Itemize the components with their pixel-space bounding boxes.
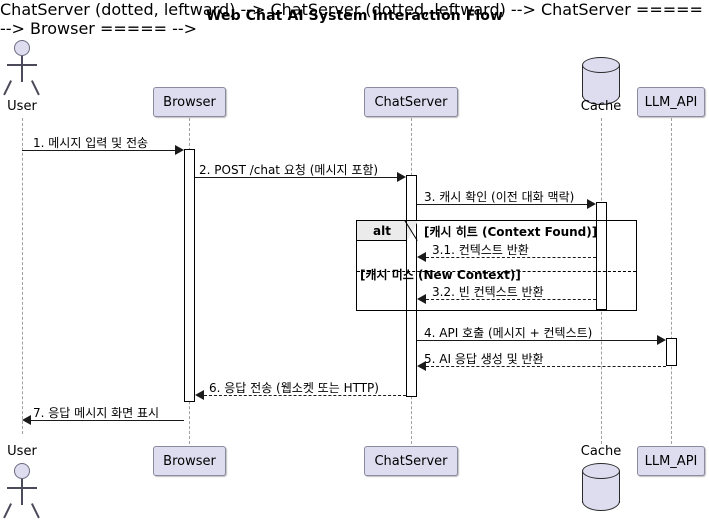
- message-arrowhead-5: [417, 361, 426, 371]
- participant-browser-bottom[interactable]: Browser: [153, 446, 226, 476]
- message-label-1: 1. 메시지 입력 및 전송: [33, 136, 149, 150]
- message-label-6: 6. 응답 전송 (웹소켓 또는 HTTP): [209, 381, 379, 395]
- message-arrowhead-1: [175, 145, 184, 155]
- alt-tab-corner: [407, 221, 418, 241]
- actor-leg-left-bottom: [3, 503, 12, 519]
- participant-llmapi-bottom[interactable]: LLM_API: [637, 446, 705, 476]
- message-arrowhead-3-2: [417, 294, 426, 304]
- page-title: Web Chat AI System Interaction Flow: [205, 8, 504, 24]
- message-line-3: [417, 204, 589, 205]
- actor-label-user-bottom: User: [7, 444, 37, 459]
- message-line-5: [426, 366, 666, 367]
- message-arrowhead-4: [657, 335, 666, 345]
- actor-body: [21, 56, 23, 82]
- alt-divider: [357, 271, 636, 272]
- participant-llmapi-top[interactable]: LLM_API: [637, 87, 705, 117]
- participant-chatserver-bottom[interactable]: ChatServer: [364, 446, 458, 476]
- actor-leg-left: [3, 80, 12, 96]
- actor-arms: [7, 64, 37, 66]
- activation-llmapi: [666, 338, 677, 366]
- activation-browser: [184, 149, 195, 402]
- actor-leg-right-bottom: [31, 503, 40, 519]
- message-line-6: [204, 395, 406, 396]
- actor-body-bottom: [21, 479, 23, 505]
- actor-head-icon: [14, 40, 30, 56]
- message-arrowhead-3: [587, 199, 596, 209]
- message-label-3-1: 3.1. 컨텍스트 반환: [432, 243, 529, 257]
- lifeline-llmapi: [671, 118, 672, 444]
- participant-browser-top[interactable]: Browser: [153, 87, 226, 117]
- alt-guard-primary: [캐시 히트 (Context Found)]: [424, 225, 598, 239]
- message-arrowhead-3-1: [417, 252, 426, 262]
- message-label-3-2: 3.2. 빈 컨텍스트 반환: [432, 285, 544, 299]
- message-label-7: 7. 응답 메시지 화면 표시: [33, 406, 160, 420]
- message-line-7: [31, 420, 184, 421]
- actor-head-icon-bottom: [14, 463, 30, 479]
- alt-guard-else: [캐시 미스 (New Context)]: [360, 268, 521, 282]
- message-line-4: [417, 340, 659, 341]
- participant-label-cache-bottom: Cache: [580, 444, 622, 459]
- message-label-3: 3. 캐시 확인 (이전 대화 맥락): [424, 190, 575, 204]
- lifeline-user: [22, 118, 23, 434]
- message-line-3-1: [426, 257, 596, 258]
- database-cylinder-icon-bottom: [582, 463, 620, 511]
- participant-chatserver-top[interactable]: ChatServer: [364, 87, 458, 117]
- actor-arms-bottom: [7, 487, 37, 489]
- participant-label-cache-top: Cache: [580, 99, 622, 114]
- message-line-3-2: [426, 299, 596, 300]
- activation-cache: [596, 202, 607, 310]
- database-cylinder-icon: [582, 57, 620, 105]
- message-label-5: 5. AI 응답 생성 및 반환: [424, 352, 544, 366]
- message-line-2: [195, 177, 399, 178]
- message-label-4: 4. API 호출 (메시지 + 컨텍스트): [424, 326, 593, 340]
- message-arrowhead-7: [22, 415, 31, 425]
- actor-label-user-top: User: [7, 99, 37, 114]
- message-arrowhead-6: [195, 390, 204, 400]
- message-label-2: 2. POST /chat 요청 (메시지 포함): [199, 163, 379, 177]
- message-line-1: [22, 150, 177, 151]
- alt-operator-tab: alt: [357, 221, 407, 241]
- message-arrowhead-2: [397, 172, 406, 182]
- activation-chatserver: [406, 175, 417, 397]
- alt-fragment-frame: [356, 220, 637, 311]
- actor-leg-right: [31, 80, 40, 96]
